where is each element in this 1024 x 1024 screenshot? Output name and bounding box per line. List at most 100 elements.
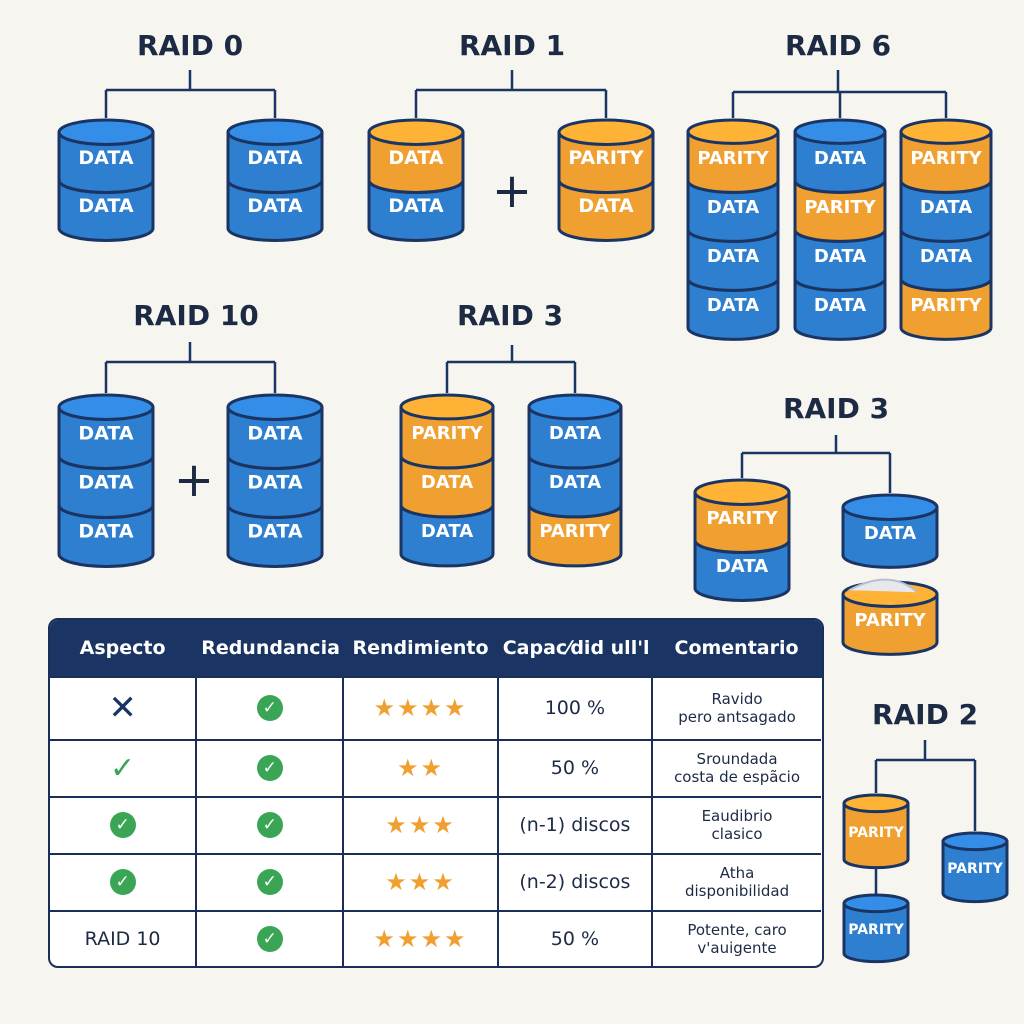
plus-icon: + bbox=[174, 452, 214, 508]
cell-comment: Sroundada costa de espãcio bbox=[651, 738, 821, 798]
cell-redundancy: ✓ bbox=[195, 795, 345, 855]
segment-label: PARITY bbox=[539, 521, 611, 542]
connector-lines bbox=[445, 345, 577, 393]
segment-label: DATA bbox=[247, 195, 302, 217]
segment-label: DATA bbox=[78, 472, 133, 494]
segment-label: PARITY bbox=[910, 148, 982, 169]
raid-title: RAID 3 bbox=[783, 392, 889, 425]
raid-title: RAID 3 bbox=[457, 299, 563, 332]
segment-label: DATA bbox=[78, 423, 133, 445]
disk-segment-data: DATA bbox=[57, 118, 155, 194]
table-row: RAID 10 ✓ ★★★★ 50 %Potente, caro v'auigente bbox=[50, 909, 821, 966]
connector-lines bbox=[731, 70, 948, 118]
disk-cylinder: PARITY bbox=[842, 893, 910, 964]
segment-label: DATA bbox=[247, 521, 302, 543]
segment-label: PARITY bbox=[706, 508, 778, 529]
table-row: ✓✓★★50 %Sroundada costa de espãcio bbox=[50, 738, 821, 798]
disk-segment-data: DATA bbox=[527, 393, 623, 470]
raid-diagram-6: RAID 3 DATA PARITY DATA PARITY bbox=[693, 392, 939, 656]
plus-icon: + bbox=[492, 163, 532, 219]
star-rating: ★★★ bbox=[385, 868, 456, 897]
raid-title: RAID 10 bbox=[133, 299, 259, 332]
segment-label: DATA bbox=[78, 195, 133, 217]
check-icon: ✓ bbox=[110, 750, 136, 786]
check-circle-icon: ✓ bbox=[109, 812, 136, 839]
segment-label: DATA bbox=[549, 472, 601, 493]
aspect-label: RAID 10 bbox=[84, 927, 161, 950]
segment-label: DATA bbox=[814, 295, 866, 316]
table-header-row: Aspecto Redundancia Rendimiento Capac⁄di… bbox=[50, 620, 822, 677]
check-circle-icon: ✓ bbox=[256, 925, 283, 952]
segment-label: PARITY bbox=[697, 148, 769, 169]
raid-title: RAID 0 bbox=[137, 29, 243, 62]
connector-lines bbox=[104, 342, 277, 393]
cell-comment: Eaudibrio clasico bbox=[651, 795, 821, 855]
cell-performance: ★★★★ bbox=[342, 909, 499, 966]
check-circle-icon: ✓ bbox=[256, 755, 283, 782]
cell-capacity: (n-1) discos bbox=[496, 795, 654, 855]
cell-capacity: 50 % bbox=[496, 909, 654, 966]
disk-segment-data: PARITY bbox=[941, 831, 1009, 904]
segment-label: PARITY bbox=[848, 825, 904, 841]
check-circle-icon: ✓ bbox=[256, 812, 283, 839]
cell-redundancy: ✓ bbox=[195, 909, 345, 966]
check-circle-icon: ✓ bbox=[256, 695, 283, 722]
cell-aspect: ✓ bbox=[50, 852, 198, 912]
raid-diagram-7: RAID 2 PARITY PARITY PARITY bbox=[842, 698, 1009, 964]
segment-label: PARITY bbox=[854, 610, 926, 631]
disk-segment-data: DATA bbox=[793, 118, 887, 194]
cell-capacity: 100 % bbox=[496, 676, 654, 741]
header-redundancy: Redundancia bbox=[196, 620, 345, 677]
star-rating: ★★★★ bbox=[373, 924, 468, 953]
cell-redundancy: ✓ bbox=[195, 676, 345, 741]
star-rating: ★★ bbox=[397, 754, 445, 783]
disk-segment-parity: PARITY bbox=[842, 793, 910, 870]
cell-comment: Atha disponibilidad bbox=[651, 852, 821, 912]
disk-segment-parity: PARITY bbox=[693, 478, 791, 554]
table-row: ✕✓★★★★100 %Ravido pero antsagado bbox=[50, 676, 821, 741]
segment-label: PARITY bbox=[848, 922, 904, 938]
segment-label: DATA bbox=[716, 556, 768, 577]
disk-segment-parity: DATA bbox=[367, 118, 465, 194]
disk-segment-data: PARITY bbox=[842, 893, 910, 964]
disk-segment-parity: PARITY bbox=[841, 580, 939, 656]
segment-label: PARITY bbox=[411, 423, 483, 444]
segment-label: DATA bbox=[247, 472, 302, 494]
disk-cylinder: DATA PARITY bbox=[693, 478, 791, 602]
segment-label: PARITY bbox=[910, 295, 982, 316]
check-circle-icon: ✓ bbox=[256, 869, 283, 896]
cell-comment: Potente, caro v'auigente bbox=[651, 909, 821, 966]
disk-cylinder: PARITY bbox=[841, 578, 939, 656]
segment-label: DATA bbox=[920, 197, 972, 218]
raid-title: RAID 2 bbox=[872, 698, 978, 731]
cell-capacity: (n-2) discos bbox=[496, 852, 654, 912]
detached-cap bbox=[848, 578, 918, 593]
disk-segment-data: DATA bbox=[841, 493, 939, 569]
cell-aspect: ✕ bbox=[50, 676, 198, 741]
disk-segment-parity: PARITY bbox=[686, 118, 780, 194]
header-performance: Rendimiento bbox=[343, 620, 499, 677]
disk-segment-parity: PARITY bbox=[899, 118, 993, 194]
header-aspect: Aspecto bbox=[50, 620, 198, 677]
segment-label: DATA bbox=[707, 246, 759, 267]
cell-redundancy: ✓ bbox=[195, 852, 345, 912]
disk-cylinder: PARITY bbox=[941, 831, 1009, 904]
cell-performance: ★★★★ bbox=[342, 676, 499, 741]
raid-diagram-3: RAID 6DATADATADATAPARITYDATADATAPARITYDA… bbox=[686, 29, 993, 341]
disk-cylinder: PARITY bbox=[842, 793, 910, 870]
cell-performance: ★★ bbox=[342, 738, 499, 798]
